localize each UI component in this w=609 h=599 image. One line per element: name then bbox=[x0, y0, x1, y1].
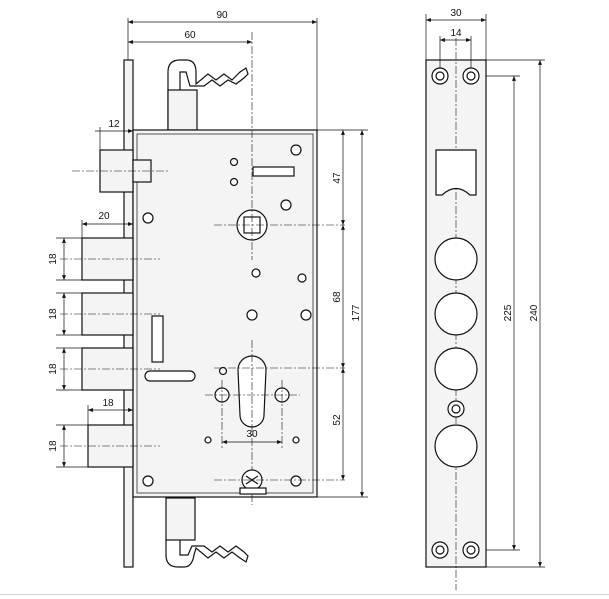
bolt-opening-2 bbox=[434, 292, 478, 336]
case-slot bbox=[252, 166, 295, 177]
front-view: 30 14 225 240 bbox=[425, 8, 545, 590]
case-screw-hole bbox=[290, 144, 302, 156]
dim-screw-spacing: 225 bbox=[503, 304, 514, 321]
dim-faceplate-length: 240 bbox=[529, 304, 540, 321]
top-hook-block bbox=[167, 89, 198, 131]
lock-case-inner bbox=[136, 133, 314, 494]
dim-handle-to-top: 47 bbox=[332, 172, 343, 184]
bottom-divider bbox=[0, 594, 609, 595]
dim-case-height: 177 bbox=[351, 304, 362, 321]
dim-faceplate-width: 30 bbox=[450, 8, 462, 19]
dim-bolt-height-3: 18 bbox=[48, 363, 59, 375]
horizontal-slot bbox=[144, 370, 196, 382]
dim-overall-depth: 90 bbox=[216, 10, 228, 21]
case-rivet bbox=[229, 157, 239, 167]
case-screw-hole bbox=[142, 212, 154, 224]
cylinder-hole bbox=[237, 355, 267, 428]
lock-case bbox=[132, 129, 318, 498]
dim-lower-bolt-projection: 18 bbox=[102, 398, 114, 409]
bolt-opening-4 bbox=[434, 424, 478, 468]
dim-latch-projection: 12 bbox=[108, 119, 120, 130]
dim-bolt-height-2: 18 bbox=[48, 308, 59, 320]
dim-faceplate-inner-width: 14 bbox=[450, 28, 462, 39]
case-rivet bbox=[204, 436, 212, 444]
vertical-slot bbox=[151, 315, 164, 363]
dim-bolt-projection: 20 bbox=[98, 211, 110, 222]
case-screw-hole bbox=[280, 199, 292, 211]
bottom-latch-slot bbox=[239, 487, 267, 495]
dim-cylinder-to-bottom: 52 bbox=[332, 414, 343, 426]
top-hook bbox=[167, 59, 249, 130]
case-rivet bbox=[246, 309, 258, 321]
case-rivet bbox=[218, 366, 228, 376]
bolt-opening-3 bbox=[434, 347, 478, 391]
bolt-opening-1 bbox=[434, 237, 478, 281]
dim-bolt-height-4: 18 bbox=[48, 440, 59, 452]
dim-cylinder-screw-spacing: 30 bbox=[246, 429, 258, 440]
case-rivet bbox=[292, 436, 300, 444]
bottom-hook bbox=[165, 540, 249, 568]
case-rivet bbox=[251, 268, 261, 278]
case-screw-hole bbox=[142, 475, 154, 487]
dim-handle-to-cylinder: 68 bbox=[332, 291, 343, 303]
latch-opening bbox=[435, 149, 477, 196]
bottom-hook-block bbox=[165, 497, 196, 541]
case-rivet bbox=[300, 309, 312, 321]
side-view: 90 60 12 20 18 30 18 18 18 18 47 68 177 … bbox=[48, 10, 368, 568]
case-screw-hole bbox=[290, 475, 302, 487]
case-rivet bbox=[229, 177, 239, 187]
dim-backset: 60 bbox=[184, 30, 196, 41]
case-rivet bbox=[297, 273, 307, 283]
dim-bolt-height-1: 18 bbox=[48, 253, 59, 265]
